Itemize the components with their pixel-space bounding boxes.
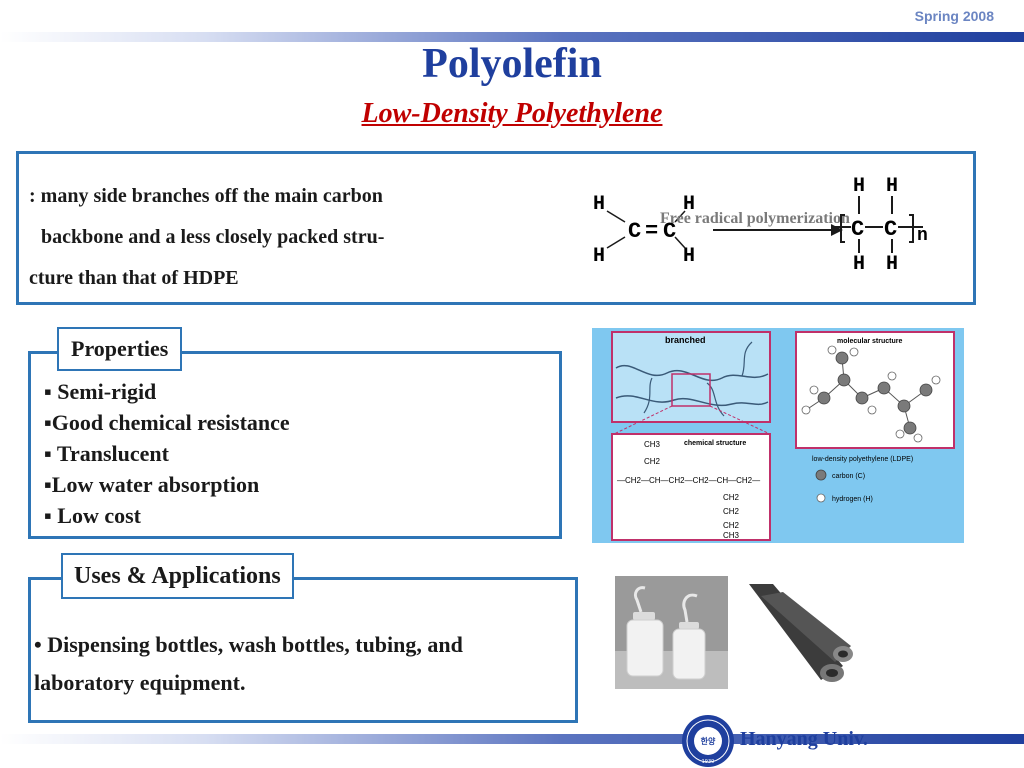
zoom-frame — [671, 373, 711, 407]
repeat-bracket-left — [840, 214, 845, 243]
uses-text: • Dispensing bottles, wash bottles, tubi… — [34, 632, 463, 695]
uses-title: Uses & Applications — [61, 553, 294, 599]
legend-carbon-swatch — [815, 469, 827, 481]
repeat-subscript: n — [917, 226, 928, 246]
figure-caption: low-density polyethylene (LDPE) — [812, 456, 913, 463]
polymer-h-bottom-left: H — [853, 253, 865, 276]
bond-line — [674, 236, 686, 249]
monomer-h-bottom-left: H — [593, 245, 605, 268]
uses-box — [28, 577, 578, 723]
legend-hydrogen-label: hydrogen (H) — [832, 496, 873, 503]
formula-bottom-branch: CH3 — [723, 531, 740, 540]
university-name: Hanyang Univ. — [740, 728, 868, 750]
bond-line — [606, 236, 626, 249]
footer-divider — [0, 734, 1024, 744]
description-line: : many side branches off the main carbon — [29, 185, 383, 207]
properties-title: Properties — [57, 327, 183, 371]
polymer-carbon-left: C — [851, 217, 864, 242]
monomer-carbon-left: C — [628, 219, 641, 244]
property-item: ▪Low water absorption — [44, 472, 260, 497]
wash-bottle — [672, 628, 706, 680]
description-box: : many side branches off the main carbon… — [16, 151, 976, 305]
polymer-branch — [706, 382, 725, 417]
monomer-h-top-right: H — [683, 193, 695, 216]
formula-bottom-branch: CH2 — [723, 507, 740, 516]
carbon-atoms — [817, 351, 933, 435]
zoom-connector — [613, 405, 673, 435]
zoom-connector — [709, 405, 771, 435]
polymer-h-top-right: H — [886, 175, 898, 198]
description-line: cture than that of HDPE — [29, 267, 239, 289]
monomer-h-bottom-right: H — [683, 245, 695, 268]
chemical-structure-panel — [611, 433, 771, 541]
legend-carbon-label: carbon (C) — [832, 473, 865, 480]
ldpe-structure-figure: branched chemical structure CH3 CH2 —CH2… — [592, 328, 964, 543]
branched-panel — [611, 331, 771, 423]
legend-hydrogen-swatch — [816, 493, 826, 503]
header-divider — [0, 32, 1024, 42]
repeat-bracket-right — [909, 214, 914, 243]
description-line: backbone and a less closely packed stru- — [41, 226, 385, 248]
polymerization-reaction-diagram: H H H H C = C Free radical polymerizatio… — [593, 175, 928, 276]
seal-year: 1939 — [702, 759, 715, 765]
hydrogen-atoms — [801, 345, 941, 443]
properties-list: ▪ Semi-rigid ▪Good chemical resistance ▪… — [44, 376, 290, 531]
monomer-double-bond: = — [645, 219, 658, 244]
seal-text: 한양 — [701, 736, 716, 746]
seal-inner — [694, 727, 722, 755]
seal-ring — [686, 719, 730, 763]
formula-bottom-branch: CH2 — [723, 521, 740, 530]
properties-box — [28, 351, 562, 539]
polymer-h-bottom-right: H — [886, 253, 898, 276]
subtitle-text: Low-Density Polyethylene — [361, 98, 663, 129]
season-label: Spring 2008 — [914, 8, 994, 24]
bottle-nozzle — [633, 586, 646, 613]
foam-tube — [749, 584, 843, 680]
bottle-nozzle — [682, 593, 698, 623]
polymer-carbon-right: C — [884, 217, 897, 242]
tubing-photo — [743, 576, 857, 690]
property-item: ▪Good chemical resistance — [44, 410, 290, 435]
university-seal-logo: 한양 1939 — [682, 715, 734, 767]
branched-label: branched — [665, 335, 706, 345]
molecular-structure-label: molecular structure — [837, 338, 902, 345]
bottle-cap — [679, 622, 699, 629]
polymer-branch — [643, 377, 653, 414]
property-item: ▪ Semi-rigid — [44, 379, 157, 404]
reaction-label: Free radical polymerization — [660, 210, 850, 227]
slide-title: Polyolefin — [422, 41, 602, 87]
monomer-h-top-left: H — [593, 193, 605, 216]
formula-main-chain: —CH2—CH—CH2—CH2—CH—CH2— — [617, 476, 760, 485]
chemical-structure-label: chemical structure — [684, 440, 746, 447]
tube-bore — [826, 669, 838, 677]
property-item: ▪ Translucent — [44, 441, 169, 466]
polymer-branch — [741, 341, 753, 377]
formula-bottom-branch: CH2 — [723, 493, 740, 502]
description-text: : many side branches off the main carbon… — [29, 176, 509, 299]
slide-subtitle: Low-Density Polyethylene — [0, 98, 1024, 130]
foam-tube — [761, 592, 851, 662]
wash-bottles-photo — [615, 576, 728, 689]
polymer-chain — [615, 395, 769, 406]
property-item: ▪ Low cost — [44, 503, 142, 528]
bond-line — [674, 210, 686, 223]
monomer-carbon-right: C — [663, 219, 676, 244]
polymer-h-top-left: H — [853, 175, 865, 198]
formula-top-branch: CH2 — [644, 457, 661, 466]
wash-bottle — [626, 619, 664, 677]
tube-bore — [838, 650, 848, 658]
bottle-cap — [633, 612, 655, 620]
bond-line — [606, 210, 626, 223]
formula-top-branch: CH3 — [644, 440, 661, 449]
